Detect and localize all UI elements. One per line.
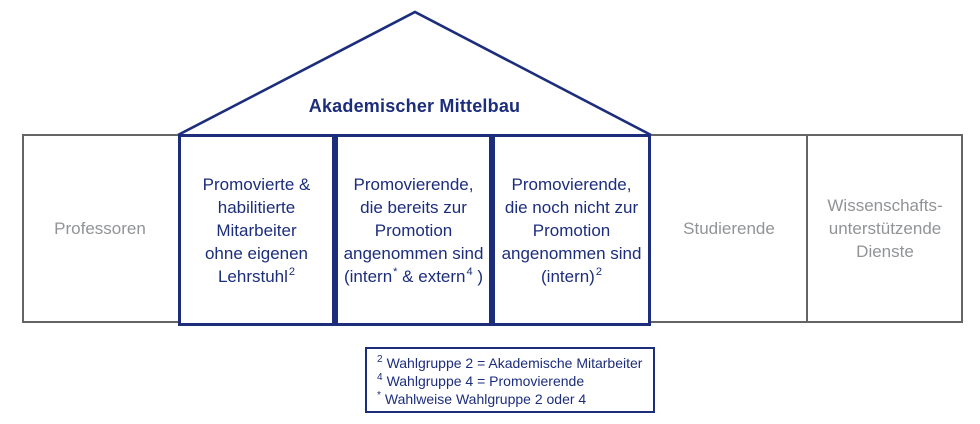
text-segment: (intern) xyxy=(541,266,595,286)
legend-text: Wahlgruppe 2 = Akademische Mitarbeiter xyxy=(386,355,643,371)
text-segment: ) xyxy=(472,266,484,286)
text-line: angenommen sind xyxy=(501,243,642,263)
cell-label: Professoren xyxy=(54,219,146,238)
text-line: die bereits zur xyxy=(360,197,467,217)
diagram-title: Akademischer Mittelbau xyxy=(308,96,521,116)
text-segment: (intern xyxy=(343,266,393,286)
text-line: Mitarbeiter xyxy=(216,220,297,240)
legend-item: *Wahlweise Wahlgruppe 2 oder 4 xyxy=(377,390,653,408)
text-line: Promotion xyxy=(532,220,611,240)
cell-studierende: Studierende xyxy=(651,134,807,323)
text-line: die noch nicht zur xyxy=(504,197,639,217)
footnote-marker: 4 xyxy=(466,265,473,278)
column-divider xyxy=(806,134,808,323)
text-line: Wissenschafts- xyxy=(827,196,943,215)
cell-wissenschaftsdienste: Wissenschafts- unterstützende Dienste xyxy=(807,134,963,323)
cell-professoren: Professoren xyxy=(22,134,178,323)
text-line: (intern* & extern4 ) xyxy=(344,265,483,288)
text-segment: Lehrstuhl xyxy=(217,266,288,286)
footnote-marker: * xyxy=(377,390,381,402)
text-line: Promovierende, xyxy=(511,174,632,194)
text-line: Lehrstuhl2 xyxy=(218,265,295,288)
cell-promovierende-nicht-angenommen: Promovierende, die noch nicht zur Promot… xyxy=(492,134,651,326)
footnote-marker: 2 xyxy=(377,354,383,366)
roof-outline xyxy=(177,10,652,137)
text-line: Promovierte & xyxy=(202,174,311,194)
legend-text: Wahlgruppe 4 = Promovierende xyxy=(386,373,585,389)
text-segment: & extern xyxy=(397,266,466,286)
cell-label: Studierende xyxy=(683,219,775,238)
footnote-marker: 2 xyxy=(595,265,602,278)
text-line: Dienste xyxy=(856,242,914,261)
text-line: habilitierte xyxy=(217,197,296,217)
cell-promovierte-mitarbeiter: Promovierte & habilitierte Mitarbeiter o… xyxy=(178,134,335,326)
text-line: ohne eigenen xyxy=(204,243,309,263)
footnote-marker: 2 xyxy=(288,265,296,278)
text-line: (intern)2 xyxy=(541,265,602,288)
footnote-marker: * xyxy=(393,265,398,278)
text-line: Promovierende, xyxy=(353,174,474,194)
footnote-marker: 4 xyxy=(377,372,383,384)
cell-label: Wissenschafts- unterstützende Dienste xyxy=(827,194,942,263)
text-line: unterstützende xyxy=(828,219,942,238)
legend-text: Wahlweise Wahlgruppe 2 oder 4 xyxy=(384,391,587,407)
cell-promovierende-angenommen: Promovierende, die bereits zur Promotion… xyxy=(335,134,492,326)
text-line: Promotion xyxy=(374,220,453,240)
text-line: angenommen sind xyxy=(343,243,484,263)
